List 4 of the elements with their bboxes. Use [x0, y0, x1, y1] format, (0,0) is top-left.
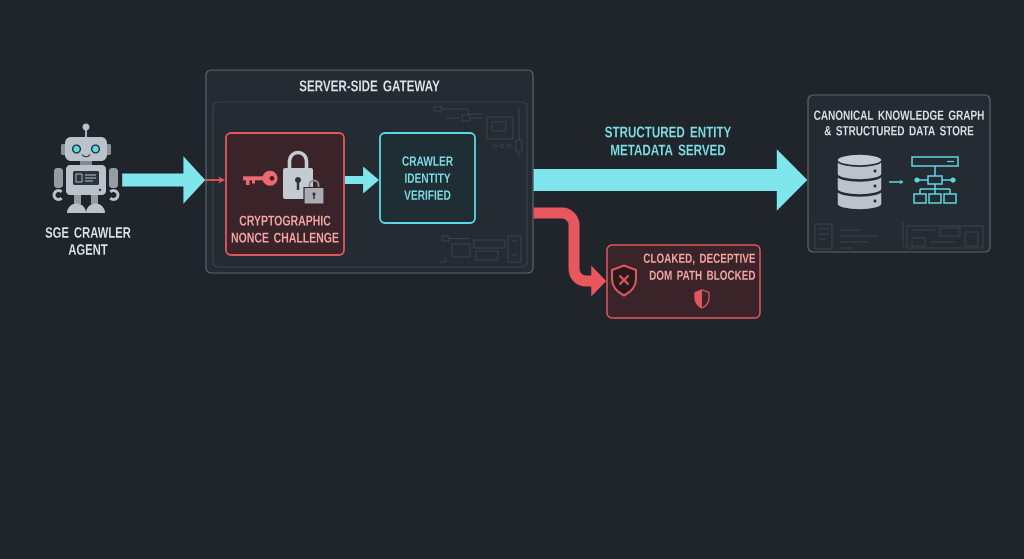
- node-label: SGE CRAWLER AGENT: [45, 227, 131, 255]
- alert-box: CLOAKED, DECEPTIVE DOM PATH BLOCKED: [606, 244, 761, 319]
- process-box: CRAWLER IDENTITY VERIFIED: [379, 132, 476, 224]
- edge-label: STRUCTURED ENTITY METADATA SERVED: [596, 124, 740, 158]
